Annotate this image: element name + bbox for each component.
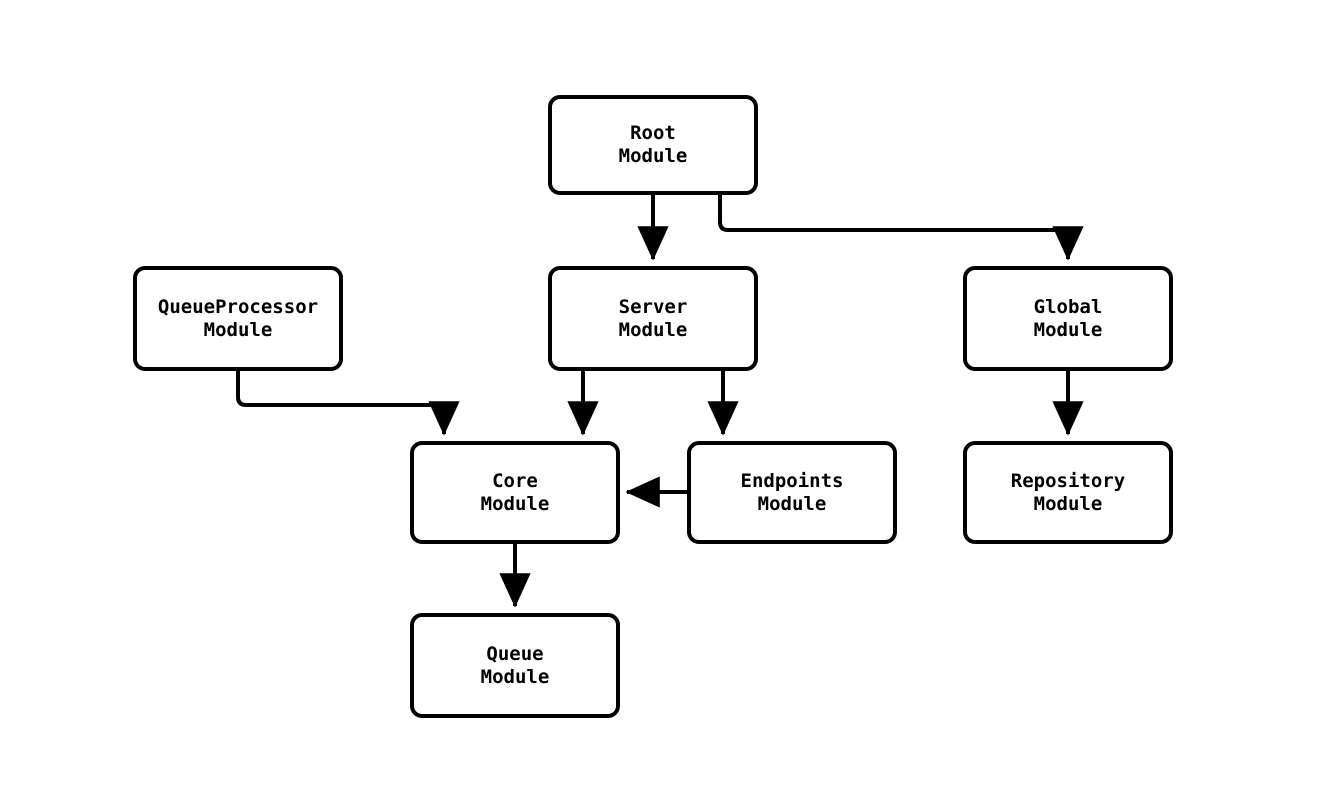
node-queue-module-line2: Module: [480, 665, 550, 688]
node-global-module[interactable]: Global Module: [963, 266, 1173, 371]
node-root-module-line1: Root: [630, 122, 676, 144]
node-queue-module-line1: Queue: [486, 642, 544, 665]
node-repository-module[interactable]: Repository Module: [963, 441, 1173, 544]
edge-queueprocessor-core: [236, 371, 460, 436]
node-server-module-line1: Server: [618, 295, 688, 318]
node-repository-module-line1: Repository: [1010, 469, 1126, 492]
node-global-module-line1: Global: [1033, 295, 1103, 318]
node-queueprocessor-module[interactable]: QueueProcessor Module: [133, 266, 343, 371]
node-root-module[interactable]: Root Module: [548, 95, 758, 195]
node-endpoints-module-line2: Module: [757, 492, 827, 515]
node-global-module-line2: Module: [1033, 318, 1103, 341]
node-queueprocessor-module-line2: Module: [203, 318, 273, 341]
node-queueprocessor-module-line1: QueueProcessor: [157, 295, 319, 318]
node-root-module-line2: Module: [618, 145, 688, 167]
node-server-module[interactable]: Server Module: [548, 266, 758, 371]
node-repository-module-line2: Module: [1033, 492, 1103, 515]
node-endpoints-module-line1: Endpoints: [740, 469, 844, 492]
node-core-module-line2: Module: [480, 492, 550, 515]
edge-root-global: [718, 195, 1084, 261]
node-server-module-line2: Module: [618, 318, 688, 341]
node-queue-module[interactable]: Queue Module: [410, 613, 620, 718]
node-core-module[interactable]: Core Module: [410, 441, 620, 544]
node-endpoints-module[interactable]: Endpoints Module: [687, 441, 897, 544]
node-core-module-line1: Core: [492, 469, 538, 492]
